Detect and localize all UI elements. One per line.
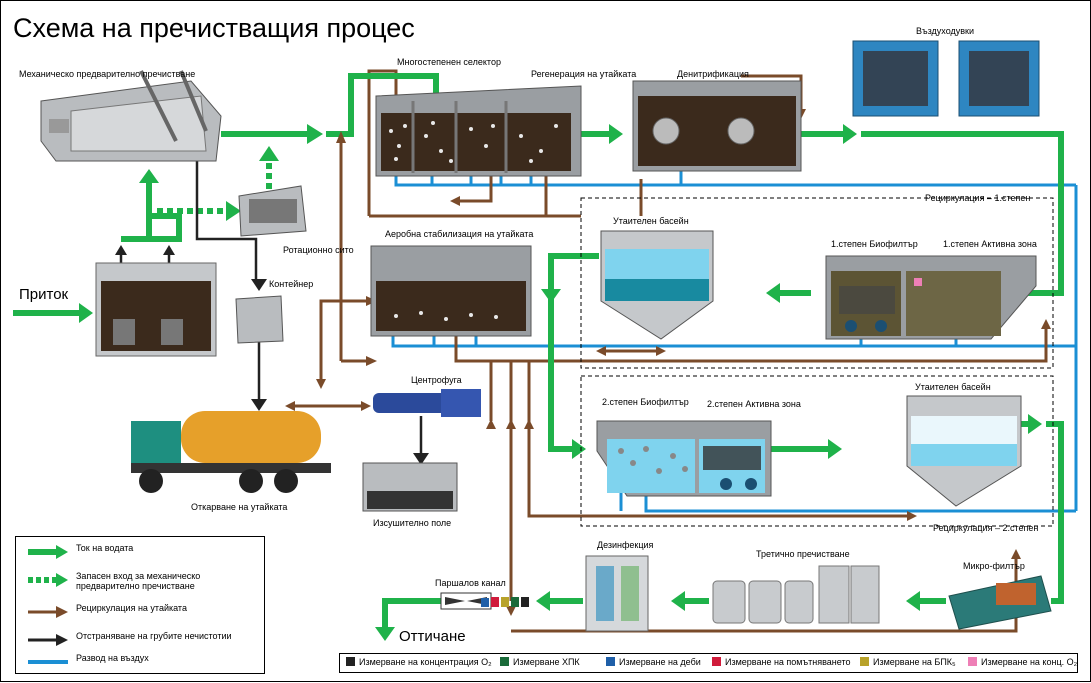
measurement-item: Измерване на концентрация O₂ [346,657,492,667]
label-container: Контейнер [269,279,313,289]
reserve-arrow-icon [28,573,68,587]
label-recirc1: Рециркулация – 1.степен [925,193,1030,203]
label-microfilter: Микро-филтър [963,561,1025,571]
mechanical-screen-unit [40,70,222,162]
measurement-swatch [968,657,977,666]
label-parshall: Паршалов канал [435,578,506,588]
legend-item-reserve: Запасен вход за механическо предварителн… [16,569,264,591]
measurement-legend: Измерване на концентрация O₂ Измерване Х… [339,653,1078,673]
container [235,295,284,344]
sludge-truck [131,411,331,493]
label-settler2: Утаителен басейн [915,382,991,392]
settling-basin-1 [600,230,714,340]
sludge-arrow-icon [28,606,68,618]
measurement-item: Измерване ХПК [500,657,580,667]
legend-item-water: Ток на водата [16,541,264,561]
legend-text: Отстраняване на грубите нечистотии [76,631,232,641]
stage1-bioreactor [825,255,1037,340]
legend-text: Ток на водата [76,543,134,553]
measurement-item: Измерване на помътняването [712,657,850,667]
measurement-swatch [712,657,721,666]
legend-item-sludge: Рециркулация на утайката [16,601,264,621]
label-multistage: Многостепенен селектор [397,57,501,67]
inflow-tank [95,262,217,357]
water-arrow-icon [28,545,68,559]
legend-text: Запасен вход за механическо предварителн… [76,571,201,591]
drying-field [362,462,458,512]
label-centrifuge: Центрофуга [411,375,462,385]
label-inflow: Приток [19,286,69,303]
measurement-item: Измерване на БПК₅ [860,657,956,667]
label-active2: 2.степен Активна зона [707,399,801,409]
reserve-up-arrowhead [259,146,279,161]
measurement-swatch [500,657,509,666]
label-recirc2: Рециркулация – 2.степен [933,523,1038,533]
centrifuge [373,389,481,417]
label-blowers: Въздуходувки [916,26,974,36]
diagram-title: Схема на пречистващия процес [13,13,415,43]
water-lines [13,73,1064,629]
legend-text: Рециркулация на утайката [76,603,187,613]
label-sludge-removal: Откарване на утайката [191,502,287,512]
parshall-flume [440,592,529,610]
label-outflow: Оттичане [399,628,466,645]
coarse-arrow-icon [28,634,68,646]
label-thickener: Утаителен басейн [613,216,689,226]
label-drying-field: Изсушително поле [373,518,451,528]
aerobic-stabilization-tank [370,245,532,337]
stage2-box [580,375,1054,527]
label-biofilter1: 1.степен Биофилтър [831,239,918,249]
label-biofilter2: 2.степен Биофилтър [602,397,689,407]
measurement-swatch [346,657,355,666]
stage2-bioreactor [596,420,772,497]
denitrification-tank [632,80,802,172]
label-rotary-screen: Ротационно сито [283,245,354,255]
legend-item-air: Развод на въздух [16,651,264,671]
multistage-selector [375,85,582,177]
air-line-icon [28,660,68,664]
measurement-swatch [606,657,615,666]
settling-basin-2 [906,395,1022,507]
legend: Ток на водата Запасен вход за механическ… [15,536,265,674]
label-aerobic-stab: Аеробна стабилизация на утайката [385,229,533,239]
disinfection-unit [585,555,649,632]
reserve-arrowhead [226,201,241,221]
measurement-item: Измерване на конц. O₂ [968,657,1077,667]
micro-filter [948,575,1052,630]
stage1-box [580,197,1054,369]
label-mechanical: Механическо предварително пречистване [19,69,195,79]
measurement-item: Измерване на деби [606,657,701,667]
label-regeneration: Регенерация на утайката [531,69,636,79]
rotary-screen [238,185,307,237]
label-active1: 1.степен Активна зона [943,239,1037,249]
label-tertiary: Третично пречистване [756,549,850,559]
blowers-unit [852,40,1040,117]
measurement-swatch [860,657,869,666]
tertiary-treatment-tanks [712,565,880,624]
label-disinfection: Дезинфекция [597,540,654,550]
legend-item-coarse: Отстраняване на грубите нечистотии [16,629,264,649]
legend-text: Развод на въздух [76,653,149,663]
label-denitrification: Денитрификация [677,69,749,79]
